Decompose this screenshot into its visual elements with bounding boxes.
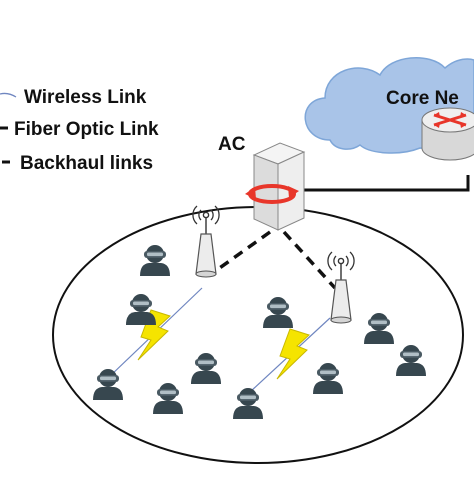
core-router-icon — [421, 107, 474, 161]
lightning-bolt-icon — [276, 328, 310, 380]
ac-label: AC — [218, 134, 246, 155]
access-point-2-icon — [327, 251, 355, 324]
vr-user-icon — [153, 383, 183, 414]
vr-user-icon — [140, 245, 170, 276]
legend: Wireless Link Fiber Optic Link Backhaul … — [0, 87, 159, 174]
core-network-label: Core Ne — [386, 88, 459, 109]
vr-user-icon — [233, 388, 263, 419]
vr-user-icon — [93, 369, 123, 400]
backhaul-link-ac-ap1 — [212, 230, 272, 274]
vr-user-icon — [313, 363, 343, 394]
vr-user-icon — [191, 353, 221, 384]
ac-server-icon — [245, 142, 306, 231]
backhaul-link-ac-ap2 — [282, 230, 337, 290]
legend-backhaul-label: Backhaul links — [20, 153, 153, 174]
access-point-1-icon — [192, 205, 220, 278]
legend-fiber-label: Fiber Optic Link — [14, 119, 159, 140]
vr-user-icon — [364, 313, 394, 344]
vr-user-icon — [126, 294, 156, 325]
vr-user-icon — [263, 297, 293, 328]
fiber-optic-link-ac-core — [300, 175, 470, 192]
vr-user-icon — [396, 345, 426, 376]
coverage-area — [52, 206, 464, 464]
legend-wireless-label: Wireless Link — [24, 87, 147, 108]
legend-wireless-swatch — [0, 92, 17, 98]
